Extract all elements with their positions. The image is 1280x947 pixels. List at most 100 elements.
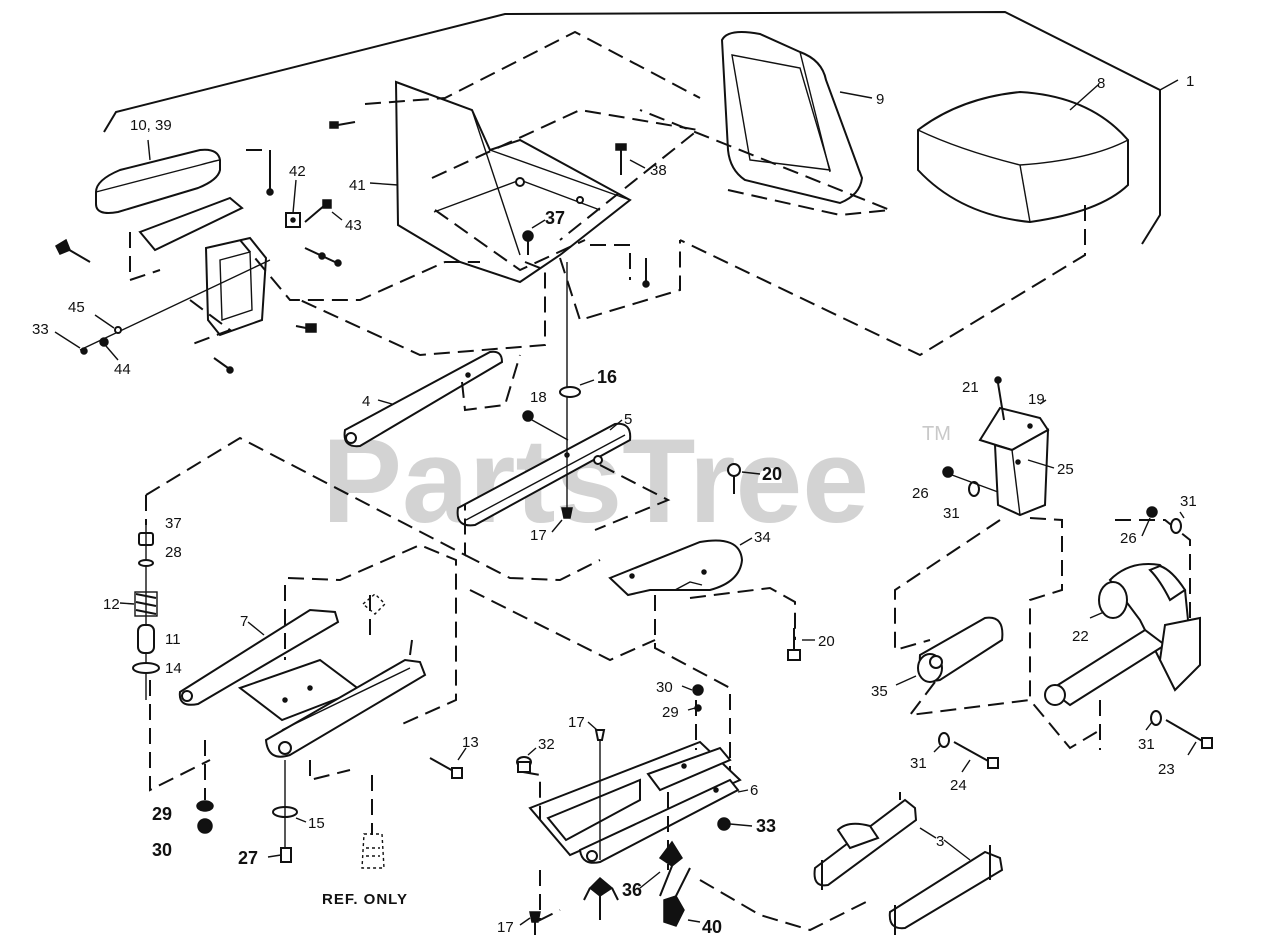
- leader-line: [839, 91, 873, 99]
- leader-line: [295, 817, 307, 823]
- seat-back: [639, 31, 891, 217]
- part-label-28: 28: [165, 544, 182, 561]
- nut-30-mid: [692, 684, 704, 696]
- rail-5: [456, 422, 632, 527]
- part-label-8: 8: [1097, 75, 1105, 92]
- watermark-trademark: TM: [922, 423, 951, 445]
- leader-line: [94, 314, 115, 329]
- part-label-25: 25: [1057, 461, 1074, 478]
- connector: [461, 354, 521, 412]
- leader-line: [681, 685, 693, 691]
- bolt-43: [304, 199, 332, 223]
- part-label-32: 32: [538, 736, 555, 753]
- part-label-29-mid: 29: [662, 704, 679, 721]
- part-label-19: 19: [1028, 391, 1045, 408]
- bolt-20-bottom: [787, 628, 801, 661]
- hardware-axis-line: [79, 259, 271, 351]
- washer-31: [968, 481, 980, 497]
- leader-line: [1159, 79, 1179, 91]
- washer-31-right: [1170, 518, 1182, 534]
- hidden-part-outline: [361, 593, 386, 615]
- seat-cushion: [679, 90, 1129, 357]
- connector: [464, 554, 601, 582]
- bolt-20-top: [727, 463, 741, 494]
- screw-17-top: [561, 507, 573, 519]
- part-label-31-right: 31: [1180, 493, 1197, 510]
- ref-only-part: [361, 833, 385, 869]
- armrest-bracket: [129, 149, 480, 346]
- bolt-armrest-right: [304, 247, 342, 267]
- nut-26-right: [1146, 506, 1158, 518]
- nut-26: [942, 466, 954, 478]
- part-label-30-mid: 30: [656, 679, 673, 696]
- leader-line: [1039, 399, 1047, 405]
- base-plate-6: [522, 700, 742, 922]
- leader-line: [105, 345, 119, 361]
- washer-45: [114, 326, 122, 334]
- connector: [145, 436, 466, 557]
- part-label-13: 13: [462, 734, 479, 751]
- part-label-42: 42: [289, 163, 306, 180]
- part-label-38: 38: [650, 162, 667, 179]
- part-label-4: 4: [362, 393, 370, 410]
- leader-line: [687, 919, 701, 923]
- leader-line: [1187, 741, 1197, 756]
- leader-line: [369, 182, 399, 186]
- leader-line: [741, 471, 761, 475]
- washer-31-lower-left: [938, 732, 950, 748]
- part-label-37-top: 37: [545, 208, 565, 228]
- part-label-10-39: 10, 39: [130, 117, 172, 134]
- seat-pan: [394, 80, 701, 284]
- knob-40: [663, 867, 691, 927]
- washer-29-mid: [694, 704, 702, 712]
- part-label-41: 41: [349, 177, 366, 194]
- leader-line: [457, 747, 467, 761]
- nut-33-mid: [717, 817, 731, 831]
- screw-17-mid: [594, 729, 606, 860]
- leader-line: [519, 917, 531, 926]
- leader-line: [639, 871, 661, 889]
- part-label-31-lower-right: 31: [1138, 736, 1155, 753]
- part-label-26-right: 26: [1120, 530, 1137, 547]
- leader-line: [737, 789, 749, 793]
- leader-line: [729, 823, 753, 827]
- washer-42: [285, 212, 301, 228]
- part-label-23: 23: [1158, 761, 1175, 778]
- connector: [594, 464, 671, 531]
- part-label-1: 1: [1186, 73, 1194, 90]
- screw-armrest-bottom: [213, 357, 234, 374]
- knob-36: [583, 840, 683, 920]
- bolt-24: [953, 741, 999, 769]
- leader-line: [331, 211, 343, 221]
- bracket-34: [608, 539, 796, 780]
- screw-small: [329, 121, 356, 129]
- knob-32: [516, 756, 532, 773]
- part-label-31-lower-left: 31: [910, 755, 927, 772]
- nut-33: [80, 347, 88, 355]
- leader-line: [1141, 517, 1151, 537]
- bolt-23: [1165, 719, 1213, 749]
- washer-29: [196, 800, 214, 812]
- part-label-3: 3: [936, 833, 944, 850]
- part-label-35: 35: [871, 683, 888, 700]
- ring-16: [559, 386, 581, 398]
- part-label-36: 36: [622, 880, 642, 900]
- nut-30: [197, 818, 213, 834]
- screw-small-right: [642, 258, 650, 288]
- part-label-40: 40: [702, 917, 722, 937]
- leader-line: [579, 379, 595, 386]
- part-label-17-bottom: 17: [497, 919, 514, 936]
- leader-line: [587, 721, 598, 731]
- leader-line: [247, 621, 265, 636]
- bracket-19: [894, 406, 1063, 700]
- leader-line: [933, 745, 941, 753]
- actuator-tube-35: [907, 616, 1101, 750]
- screw-armrest-left: [55, 238, 91, 263]
- part-label-12: 12: [103, 596, 120, 613]
- washer-14: [132, 662, 160, 674]
- part-label-18: 18: [530, 389, 547, 406]
- armrest-pad: [95, 148, 221, 214]
- screw-37-top: [522, 230, 534, 255]
- leader-line: [919, 827, 937, 839]
- leader-line: [377, 399, 393, 405]
